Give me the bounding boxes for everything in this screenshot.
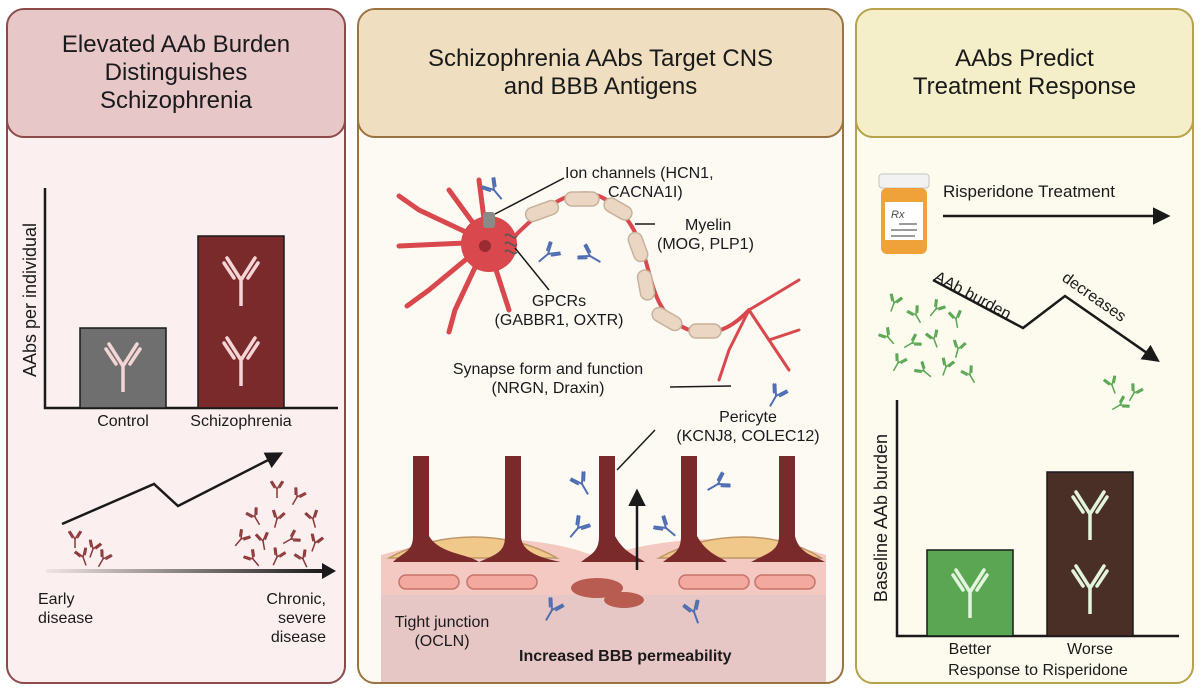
panel2-header: Schizophrenia AAbs Target CNS and BBB An… xyxy=(359,10,842,138)
worse-label: Worse xyxy=(1067,641,1113,658)
ion-channels-label: Ion channels (HCN1, CACNA1I) xyxy=(565,165,714,201)
panel3-header: AAbs Predict Treatment Response xyxy=(857,10,1192,138)
neuron xyxy=(396,177,801,382)
better-label: Better xyxy=(948,641,992,658)
chronic-antibodies xyxy=(229,480,325,571)
burden-decrease-arrow xyxy=(932,278,1160,362)
pericyte-label: Pericyte (KCNJ8, COLEC12) xyxy=(676,409,820,445)
panel3-title: AAbs Predict Treatment Response xyxy=(912,45,1137,100)
tight-junction-label: Tight junction (OCLN) xyxy=(394,614,490,650)
synapse-label: Synapse form and function (NRGN, Draxin) xyxy=(452,361,644,397)
ion-channel-shape xyxy=(483,212,495,228)
early-antibodies xyxy=(68,530,113,571)
myelin-label: Myelin (MOG, PLP1) xyxy=(657,217,754,253)
response-xlabel: Response to Risperidone xyxy=(948,662,1128,679)
gpcrs-label: GPCRs (GABBR1, OXTR) xyxy=(494,293,624,329)
chronic-disease-label: Chronic, severe disease xyxy=(266,591,326,646)
endothelial-cells xyxy=(398,574,816,590)
leaky-junction xyxy=(571,578,644,608)
aab-burden-label: AAb burden xyxy=(931,269,1014,324)
pill-bottle-icon: Rx xyxy=(878,173,930,254)
panel3-graphics: Rx Baseline AAb burde xyxy=(871,173,1179,638)
panel3-ylabel: Baseline AAb burden xyxy=(871,434,891,602)
bbb-permeability-label: Increased BBB permeability xyxy=(519,648,732,665)
panel1-header: Elevated AAb Burden Distinguishes Schizo… xyxy=(8,10,344,138)
timeline-arrowhead xyxy=(322,563,336,579)
early-disease-label: Early disease xyxy=(38,591,94,627)
gpcr-shape xyxy=(504,233,518,255)
panel2-graphics xyxy=(381,176,826,682)
progression-arrow xyxy=(61,452,284,526)
panel-aab-burden: Elevated AAb Burden Distinguishes Schizo… xyxy=(6,8,346,684)
panel-treatment-response: AAbs Predict Treatment Response Rx xyxy=(855,8,1194,684)
myelin-sheaths xyxy=(524,191,722,339)
green-antibodies-few xyxy=(1102,374,1144,416)
panel1-ylabel: AAbs per individual xyxy=(20,223,40,377)
svg-text:Rx: Rx xyxy=(891,209,905,221)
blood-vessels xyxy=(393,456,825,562)
panel-cns-antigens: Schizophrenia AAbs Target CNS and BBB An… xyxy=(357,8,844,684)
schizophrenia-label: Schizophrenia xyxy=(190,413,292,430)
panel1-graphics: AAbs per individual xyxy=(20,188,338,579)
timeline-bar xyxy=(46,569,324,573)
panel2-title: Schizophrenia AAbs Target CNS and BBB An… xyxy=(427,45,774,100)
panel1-title: Elevated AAb Burden Distinguishes Schizo… xyxy=(61,31,291,114)
risperidone-treatment-label: Risperidone Treatment xyxy=(943,182,1115,201)
green-antibodies-many xyxy=(877,292,981,387)
leader-lines xyxy=(494,177,732,471)
control-label: Control xyxy=(97,413,149,430)
